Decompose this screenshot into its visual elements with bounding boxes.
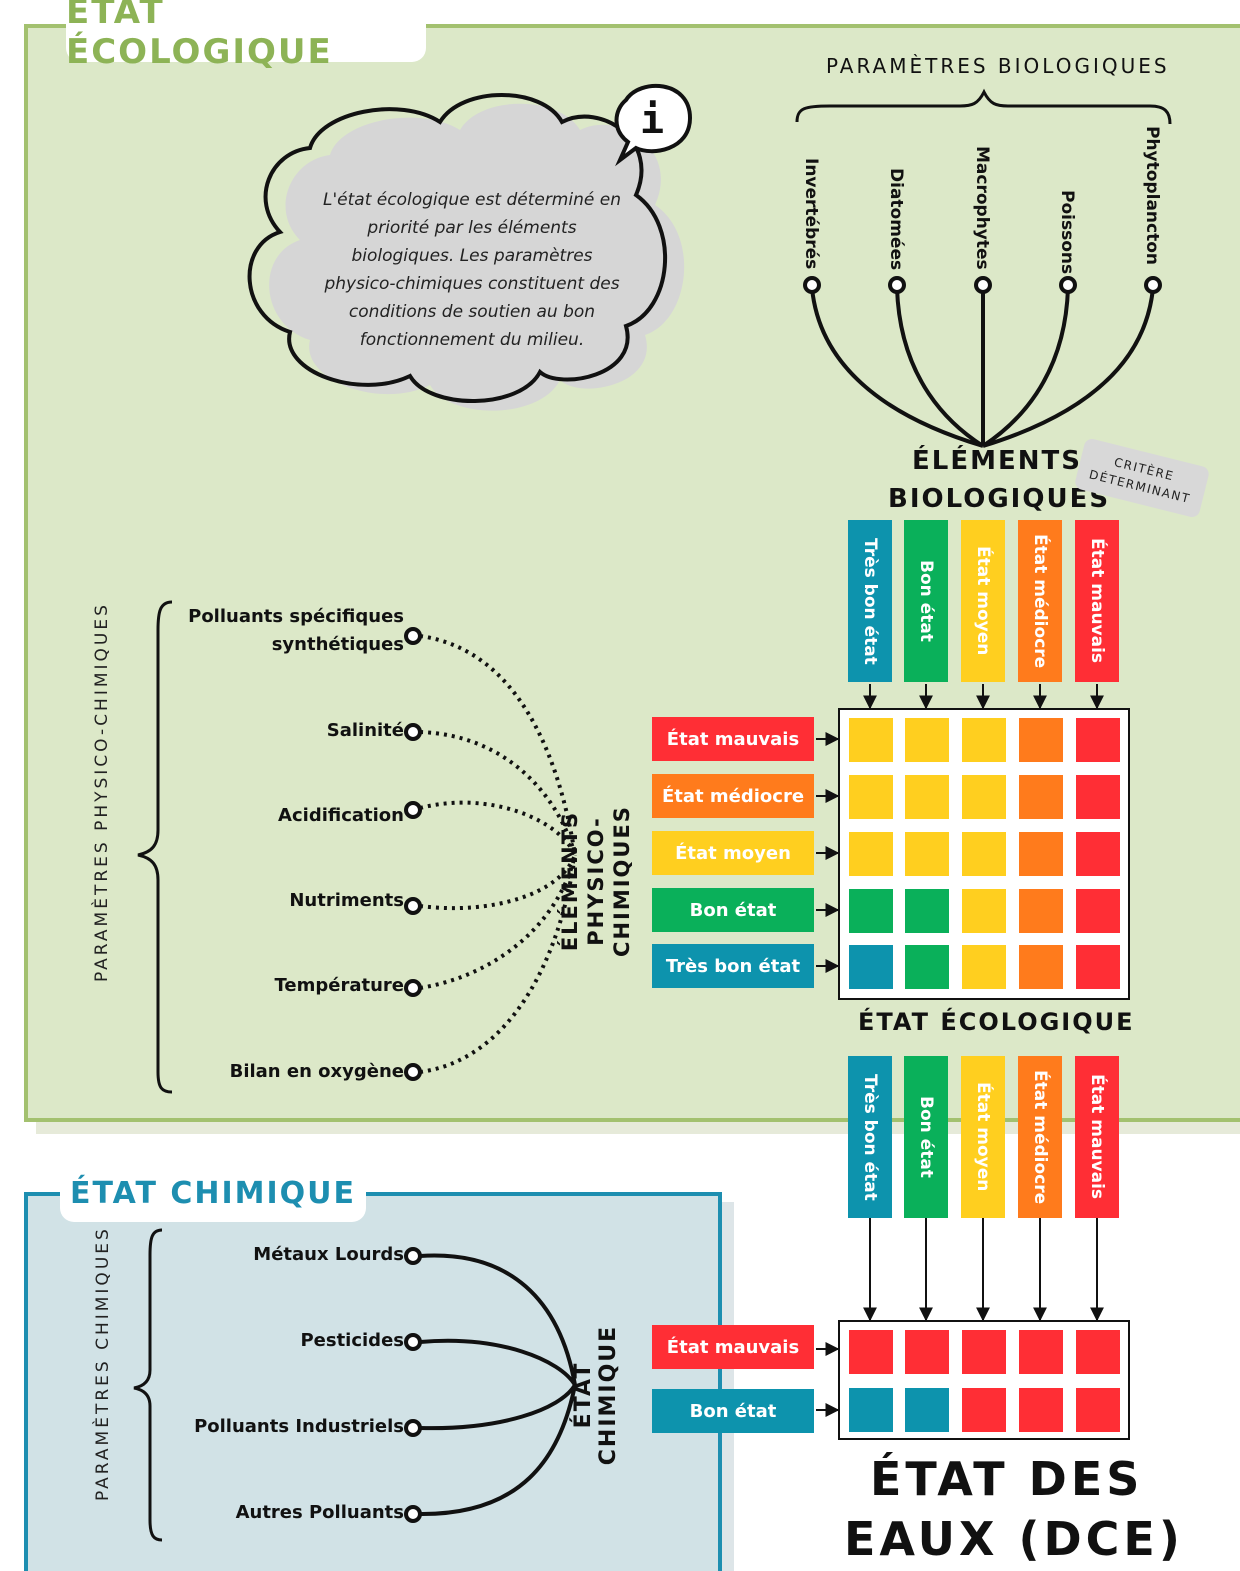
eco-cell [962, 718, 1006, 762]
physchem-param-polluants-2: synthétiques [271, 634, 404, 655]
row-etat-mediocre: État médiocre [652, 774, 814, 818]
chem-param-polluants-industriels: Polluants Industriels [194, 1416, 404, 1437]
bio-params-title: PARAMÈTRES BIOLOGIQUES [826, 54, 1170, 78]
physchem-param-polluants-1: Polluants spécifiques [188, 606, 404, 627]
bio-elements-label-1: ÉLÉMENTS [912, 446, 1082, 476]
ecological-result-label: ÉTAT ÉCOLOGIQUE [858, 1008, 1135, 1036]
eco-cell [1019, 775, 1063, 819]
physchem-elements-line-1: ÉLÉMENTS PHYSICO- [558, 810, 608, 952]
chemical-params-title: PARAMÈTRES CHIMIQUES [93, 1226, 113, 1501]
row-etat-moyen: État moyen [652, 831, 814, 875]
final-cell [849, 1330, 893, 1374]
column-tres-bon-etat: Très bon état [848, 520, 892, 682]
bio-param-invertebres: Invertébrés [801, 158, 821, 270]
final-cell [905, 1330, 949, 1374]
physchem-param-salinite: Salinité [326, 720, 404, 741]
final-column-etat-mauvais: État mauvais [1075, 1056, 1119, 1218]
row-etat-mauvais: État mauvais [652, 717, 814, 761]
eco-cell [905, 718, 949, 762]
eco-cell [1019, 832, 1063, 876]
column-bon-etat: Bon état [904, 520, 948, 682]
final-column-etat-mediocre: État médiocre [1018, 1056, 1062, 1218]
eco-cell [905, 775, 949, 819]
physchem-elements-line-2: CHIMIQUES [610, 805, 634, 957]
eco-cell [849, 718, 893, 762]
final-cell [962, 1388, 1006, 1432]
chemical-element-label: ÉTAT CHIMIQUE [571, 1324, 621, 1466]
cloud-shape [247, 93, 685, 411]
ecological-matrix [838, 708, 1130, 1000]
row-tres-bon-etat: Très bon état [652, 944, 814, 988]
svg-text:i: i [640, 97, 664, 143]
eco-cell [962, 775, 1006, 819]
eco-cell [1076, 889, 1120, 933]
physchem-param-temperature: Température [274, 975, 404, 996]
eco-cell [849, 889, 893, 933]
chem-param-autres-polluants: Autres Polluants [235, 1502, 404, 1523]
eco-cell [962, 889, 1006, 933]
chem-row-etat-mauvais: État mauvais [652, 1325, 814, 1369]
eco-cell [962, 945, 1006, 989]
row-bon-etat: Bon état [652, 888, 814, 932]
final-column-tres-bon-etat: Très bon état [848, 1056, 892, 1218]
column-etat-moyen: État moyen [961, 520, 1005, 682]
final-cell [1076, 1330, 1120, 1374]
eco-cell [1019, 945, 1063, 989]
eco-cell [1019, 889, 1063, 933]
eco-cell [905, 889, 949, 933]
eco-cell [849, 775, 893, 819]
physchem-param-nutriments: Nutriments [289, 890, 404, 911]
final-cell [962, 1330, 1006, 1374]
physchem-param-acidification: Acidification [278, 805, 404, 826]
final-cell [1019, 1330, 1063, 1374]
eco-cell [849, 832, 893, 876]
final-title-line-2: EAUX (DCE) [844, 1512, 1184, 1566]
final-matrix [838, 1320, 1130, 1440]
final-cell [1076, 1388, 1120, 1432]
chem-param-pesticides: Pesticides [300, 1330, 404, 1351]
eco-cell [849, 945, 893, 989]
column-etat-mediocre: État médiocre [1018, 520, 1062, 682]
eco-cell [1076, 775, 1120, 819]
physchem-elements-label: ÉLÉMENTS PHYSICO- CHIMIQUES [557, 761, 635, 1001]
eco-cell [1019, 718, 1063, 762]
chemical-section-title: ÉTAT CHIMIQUE [60, 1164, 366, 1222]
bio-param-diatomees: Diatomées [886, 168, 906, 271]
final-cell [1019, 1388, 1063, 1432]
eco-cell [905, 832, 949, 876]
final-title-line-1: ÉTAT DES [870, 1452, 1144, 1506]
bio-param-macrophytes: Macrophytes [972, 146, 992, 270]
chemical-section [24, 1192, 722, 1571]
bio-param-phytoplancton: Phytoplancton [1142, 126, 1162, 266]
chem-param-metaux-lourds: Métaux Lourds [253, 1244, 404, 1265]
eco-cell [962, 832, 1006, 876]
eco-cell [905, 945, 949, 989]
eco-cell [1076, 832, 1120, 876]
info-bubble: i [614, 84, 693, 167]
physchem-params-title: PARAMÈTRES PHYSICO-CHIMIQUES [92, 602, 112, 982]
final-column-etat-moyen: État moyen [961, 1056, 1005, 1218]
eco-cell [1076, 945, 1120, 989]
bio-param-poissons: Poissons [1057, 190, 1077, 275]
physchem-param-bilan-oxygene: Bilan en oxygène [229, 1061, 404, 1082]
final-cell [905, 1388, 949, 1432]
eco-cell [1076, 718, 1120, 762]
bio-elements-label-2: BIOLOGIQUES [888, 484, 1111, 514]
chem-row-bon-etat: Bon état [652, 1389, 814, 1433]
final-column-bon-etat: Bon état [904, 1056, 948, 1218]
column-etat-mauvais: État mauvais [1075, 520, 1119, 682]
final-cell [849, 1388, 893, 1432]
info-text: L'état écologique est déterminé en prior… [323, 190, 621, 350]
